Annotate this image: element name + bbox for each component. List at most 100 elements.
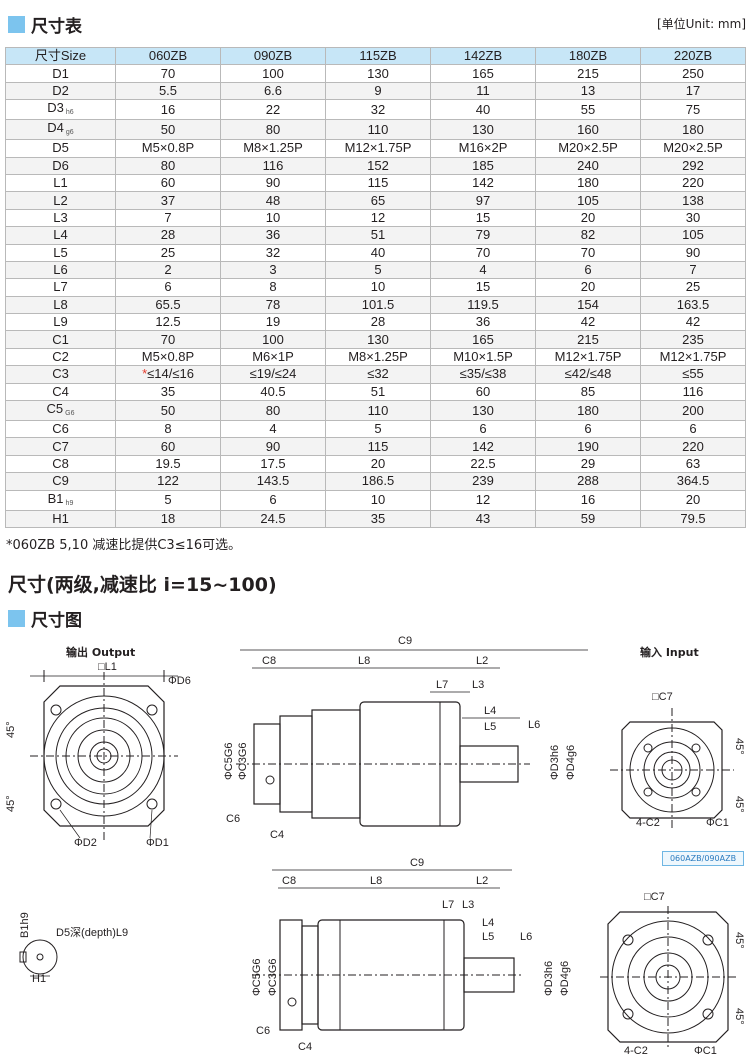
cell-value: 6: [479, 421, 487, 437]
table-cell: 59: [535, 509, 641, 528]
dim-L1: □L1: [98, 661, 117, 673]
cell-value: 79.5: [680, 510, 706, 526]
dim-L4: L4: [482, 917, 494, 929]
cell-value: 163.5: [676, 296, 710, 312]
table-cell: 85: [535, 382, 641, 402]
dim-C5G6: ΦC5G6: [251, 958, 263, 996]
table-row: C3*≤14/≤16≤19/≤24≤32≤35/≤38≤42/≤48≤55: [5, 365, 746, 384]
cell-value: 9: [374, 82, 382, 98]
cell-value: 105: [682, 227, 704, 243]
dim-C7: □C7: [652, 691, 673, 703]
table-cell: 250: [640, 64, 746, 83]
cell-value: 6: [164, 279, 172, 295]
table-cell: M12×1.75P: [325, 139, 431, 158]
table-cell: 16: [535, 489, 641, 511]
dim-H1: H1: [32, 973, 46, 985]
dim-L4: L4: [484, 705, 496, 717]
cell-value: 115: [367, 175, 389, 191]
table-cell: 6: [535, 260, 641, 280]
row-label-text: L7: [53, 279, 68, 295]
dim-C2: 4-C2: [624, 1045, 648, 1057]
table-cell: 6: [535, 420, 641, 439]
cell-value: 180: [682, 121, 704, 137]
header-cell: 090ZB: [220, 46, 326, 66]
dim-L2: L2: [476, 655, 488, 667]
cell-value: 5: [374, 421, 382, 437]
cell-value: 32: [265, 244, 281, 260]
input-label: 输入 Input: [640, 645, 699, 659]
row-label: L4: [5, 226, 116, 245]
table-cell: 50: [115, 119, 221, 141]
table-cell: 122: [115, 472, 221, 491]
cell-value: 15: [475, 279, 491, 295]
dim-C8: C8: [282, 875, 296, 887]
table-cell: 65.5: [115, 295, 221, 315]
dim-C3G6: ΦC3G6: [237, 742, 249, 780]
cell-value: 239: [472, 473, 494, 489]
table-cell: 70: [115, 64, 221, 83]
row-label: D6: [5, 156, 116, 175]
row-label: D2: [5, 81, 116, 101]
dim-angle: 45°: [5, 721, 17, 738]
table-cell: ≤55: [640, 365, 746, 384]
table-cell: 5: [115, 489, 221, 511]
footnote-star: *: [142, 366, 148, 382]
dim-C5G6: ΦC5G6: [223, 742, 235, 780]
cell-value: 28: [160, 227, 176, 243]
dim-L6: L6: [528, 719, 540, 731]
section-header-dimension-table: 尺寸表: [8, 12, 82, 37]
cell-value: 80: [160, 157, 176, 173]
cell-value: 28: [370, 314, 386, 330]
row-label: D5: [5, 139, 116, 158]
table-cell: 20: [640, 489, 746, 511]
table-cell: 97: [430, 191, 536, 210]
cell-value: 100: [262, 331, 284, 347]
output-flange-view: 输出 Output □L1 ΦD6 ΦD2 ΦD1 45° 45°: [5, 645, 191, 849]
cell-value: 43: [475, 510, 491, 526]
table-cell: 10: [220, 208, 326, 228]
table-cell: 190: [535, 437, 641, 456]
dim-C7: □C7: [644, 891, 665, 903]
table-cell: 40: [325, 243, 431, 262]
table-cell: 100: [220, 330, 326, 349]
row-label: L6: [5, 260, 116, 280]
table-cell: 4: [220, 420, 326, 439]
table-cell: 105: [640, 226, 746, 245]
table-cell: 130: [430, 119, 536, 141]
header-cell: 尺寸Size: [5, 46, 116, 66]
cell-value: 75: [685, 101, 701, 117]
header-cell: 180ZB: [535, 46, 641, 66]
cell-value: M8×1.25P: [348, 349, 408, 365]
table-cell: 28: [325, 313, 431, 332]
cell-value: 82: [580, 227, 596, 243]
dim-angle: 45°: [5, 795, 17, 812]
cell-value: 70: [160, 331, 176, 347]
table-cell: 130: [325, 330, 431, 349]
table-cell: 40: [430, 99, 536, 121]
cell-value: M5×0.8P: [141, 349, 195, 365]
dim-L5: L5: [482, 931, 494, 943]
table-cell: M12×1.75P: [535, 347, 641, 367]
cell-value: 16: [160, 101, 176, 117]
table-cell: 180: [640, 119, 746, 141]
cell-value: M6×1P: [252, 349, 294, 365]
table-cell: 165: [430, 330, 536, 349]
row-label-text: D6: [52, 157, 69, 173]
cell-value: 142: [472, 438, 494, 454]
table-cell: 37: [115, 191, 221, 210]
table-cell: 19.5: [115, 454, 221, 474]
cell-value: 97: [475, 192, 491, 208]
table-cell: 24.5: [220, 509, 326, 528]
cell-value: 35: [370, 510, 386, 526]
table-cell: M16×2P: [430, 139, 536, 158]
cell-value: 17: [685, 82, 701, 98]
table-cell: 180: [535, 173, 641, 193]
dim-C1: ΦC1: [706, 817, 729, 829]
cell-value: 5: [164, 492, 172, 508]
cell-value: 29: [580, 456, 596, 471]
table-cell: 42: [535, 313, 641, 332]
cell-value: 4: [269, 421, 277, 437]
